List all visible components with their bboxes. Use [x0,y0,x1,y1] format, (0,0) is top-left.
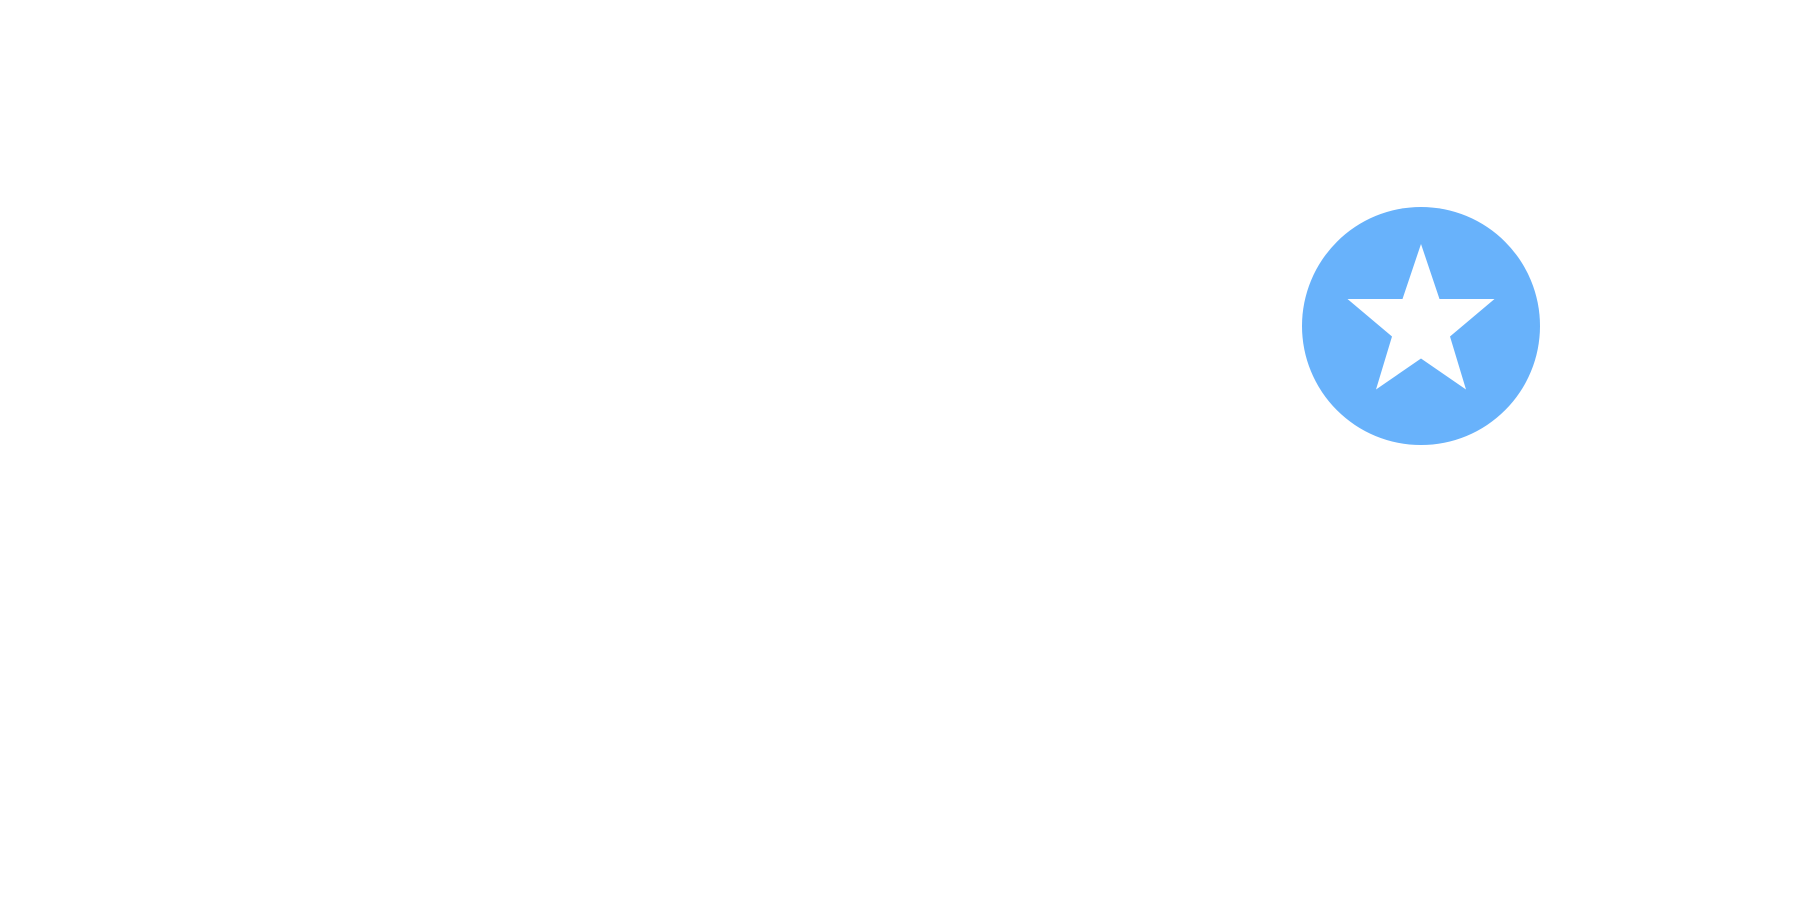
star-shape [1347,244,1495,390]
star-icon [1302,207,1540,445]
star-badge [1301,206,1541,446]
